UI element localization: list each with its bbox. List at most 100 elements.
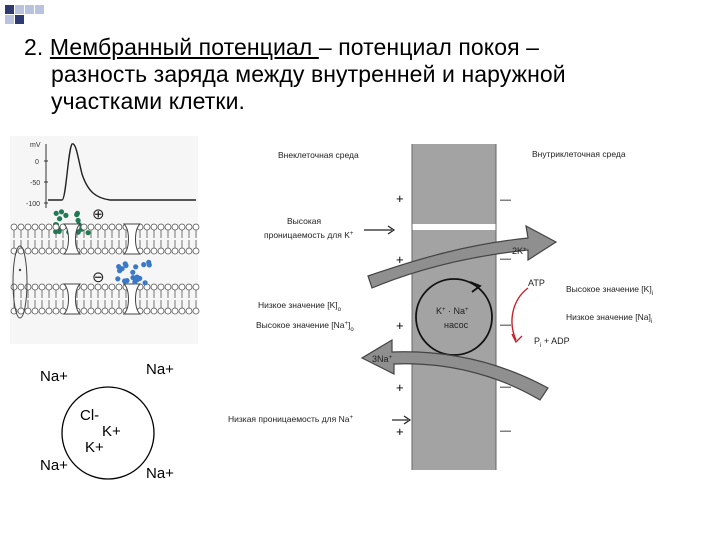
lipid-head (150, 283, 158, 291)
atp-arrow (511, 287, 529, 341)
lipid-head (185, 283, 193, 291)
trace-panel: mV 0 -50 -100 ⊕ ⊖ (10, 136, 200, 344)
ion-channel (122, 223, 142, 255)
lipid-head (10, 223, 18, 231)
bullet-square-light (15, 5, 24, 14)
lipid-head (10, 283, 18, 291)
membrane-gap (412, 224, 496, 230)
lipid-head (171, 307, 179, 315)
lipid-head (108, 283, 116, 291)
heading-term: Мембранный потенциал (49, 34, 319, 60)
lipid-head (143, 223, 151, 231)
bullet-square-light (35, 5, 44, 14)
membrane-block-top (412, 144, 496, 224)
lipid-head (164, 307, 172, 315)
lipid-head (52, 223, 60, 231)
lipid-head (31, 283, 39, 291)
bullet-square-dark (5, 5, 14, 14)
heading-number: 2. (24, 34, 44, 60)
intracellular-label: Внутриклеточная среда (532, 149, 626, 159)
ion-label-na: Na+ (40, 368, 68, 385)
charge-plus: + (396, 424, 404, 439)
lipid-head (143, 247, 151, 255)
ion-label-cl: Cl- (80, 407, 99, 424)
extracellular-label: Внеклеточная среда (278, 150, 359, 160)
sodium-leak-arrowhead (403, 415, 412, 425)
atp-arrowhead (511, 333, 523, 344)
lipid-head (185, 223, 193, 231)
lipid-head (171, 223, 179, 231)
lipid-head (108, 247, 116, 255)
lipid-head (101, 223, 109, 231)
lipid-head (45, 307, 53, 315)
ion-dot (63, 212, 69, 218)
lipid-head (108, 307, 116, 315)
lipid-head (171, 247, 179, 255)
adp-label: Pi + ADP (534, 336, 570, 349)
ion-dot (53, 210, 59, 216)
sodium-potassium-pump (415, 278, 493, 356)
lipid-head (87, 307, 95, 315)
lipid-head (143, 307, 151, 315)
trace-tick-100: -100 (26, 201, 40, 208)
potassium-arrow-label: 2K+ (512, 246, 527, 256)
lipid-head (115, 307, 123, 315)
lipid-head (185, 247, 193, 255)
ion-dot (117, 268, 123, 274)
lipid-head (178, 247, 186, 255)
ion-label-k: K+ (102, 423, 121, 440)
lipid-head (87, 247, 95, 255)
lipid-head (52, 307, 60, 315)
ion-dot (133, 264, 139, 270)
minus-sign-icon: ⊖ (92, 269, 105, 286)
lipid-head (164, 223, 172, 231)
trace-tick-50: -50 (30, 180, 40, 187)
ion-channel (62, 223, 82, 255)
lipid-head (178, 307, 186, 315)
cell-circle (61, 386, 155, 480)
lipid-head (38, 283, 46, 291)
lipid-head (52, 283, 60, 291)
ion-label-k: K+ (85, 439, 104, 456)
lipid-head (38, 247, 46, 255)
lipid-head (38, 307, 46, 315)
permeability-arrowhead (387, 225, 396, 235)
lipid-head (45, 247, 53, 255)
lipid-head (157, 283, 165, 291)
lipid-head (164, 283, 172, 291)
bullet-square-dark (15, 15, 24, 24)
ion-dot (122, 278, 128, 284)
charge-minus: — (500, 425, 511, 437)
lipid-head (87, 223, 95, 231)
pump-rotation-arrow (469, 281, 482, 293)
lipid-head (52, 247, 60, 255)
lipid-head (178, 223, 186, 231)
lipid-head (178, 283, 186, 291)
lipid-head (115, 247, 123, 255)
slide-heading: 2. Мембранный потенциал – потенциал поко… (24, 34, 704, 115)
lipid-head (24, 307, 32, 315)
lipid-head (94, 307, 102, 315)
pump-label-line2: насос (444, 320, 469, 330)
charge-minus: — (500, 253, 511, 265)
ion-dot (115, 276, 121, 282)
charge-plus: + (396, 191, 404, 206)
charge-minus: — (500, 194, 511, 206)
ion-channel (122, 283, 142, 315)
lipid-head (115, 283, 123, 291)
lipid-head (157, 307, 165, 315)
low-permeability-label: Низкая проницаемость для Na+ (228, 414, 353, 424)
dot (18, 268, 22, 272)
cell-edge-ellipse (12, 245, 28, 319)
ion-dot (57, 216, 63, 222)
lipid-head (80, 283, 88, 291)
heading-line1-rest: – потенциал покоя – (318, 34, 540, 60)
pump-label-line1: K+ · Na+ (436, 306, 469, 316)
high-na-outside: Высокое значение [Na+]o (256, 320, 354, 333)
ion-channel (62, 283, 82, 315)
membrane-block-bottom (412, 230, 496, 470)
charge-plus: + (396, 380, 404, 395)
ion-dot (146, 259, 152, 265)
high-k-inside: Высокое значение [K]i (566, 284, 653, 297)
ion-dot (142, 280, 148, 286)
